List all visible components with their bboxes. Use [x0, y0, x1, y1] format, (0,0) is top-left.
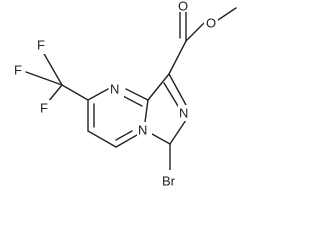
bond-cf3-f2 — [25, 71, 63, 86]
bond-c3-c4 — [87, 130, 117, 148]
bond-n1-c2 — [87, 88, 109, 101]
bond-carbonyl-c8 — [168, 40, 187, 75]
label-bg-f1 — [35, 38, 48, 54]
atom-f3: F — [40, 101, 48, 116]
bond-n7-c5 — [169, 119, 187, 145]
molecule-structure: O O N N N Br F F F — [12, 0, 237, 189]
atom-n-ring-top: N — [110, 82, 119, 97]
atom-o-methoxy: O — [206, 16, 216, 31]
bond-methyl-o — [217, 7, 237, 21]
bond-cf3-f1 — [42, 51, 63, 86]
bond-c2-cf3 — [61, 84, 89, 101]
bond-c8-c8a — [147, 73, 170, 101]
label-bg-n-bridge — [137, 122, 152, 138]
atom-f1: F — [37, 38, 45, 53]
bond-c8-n7-a — [168, 73, 187, 106]
bond-cf3-f3 — [47, 84, 63, 103]
label-bg-br — [160, 170, 182, 188]
label-bg-o-methoxy — [204, 14, 218, 30]
atom-br: Br — [162, 174, 176, 189]
atom-o-carbonyl: O — [178, 0, 188, 14]
bond-o-carbonyl-c — [185, 22, 205, 42]
atom-n-imidazole: N — [179, 106, 188, 121]
atom-n-bridge: N — [138, 123, 147, 138]
label-bg-f3 — [38, 100, 51, 116]
atom-f2: F — [14, 63, 22, 78]
label-bg-n-imidazole — [178, 105, 193, 121]
bond-c8a-n1-a — [125, 88, 149, 101]
bond-c5-n4 — [151, 133, 171, 145]
label-bg-f2 — [12, 62, 25, 78]
bond-c8a-n1-b — [122, 95, 143, 107]
label-bg-n-ring-top — [109, 82, 124, 98]
bond-c4-n4-a — [115, 134, 138, 148]
bond-c8-n7-b — [163, 82, 179, 107]
atom-labels: O O N N N Br F F F — [12, 0, 218, 189]
bond-n4-c8a — [144, 99, 149, 123]
bond-c4-n4-b — [115, 130, 133, 141]
label-bg-o-carbonyl — [178, 0, 192, 12]
structure-canvas: O O N N N Br F F F — [12, 0, 237, 189]
bonds — [25, 7, 237, 171]
